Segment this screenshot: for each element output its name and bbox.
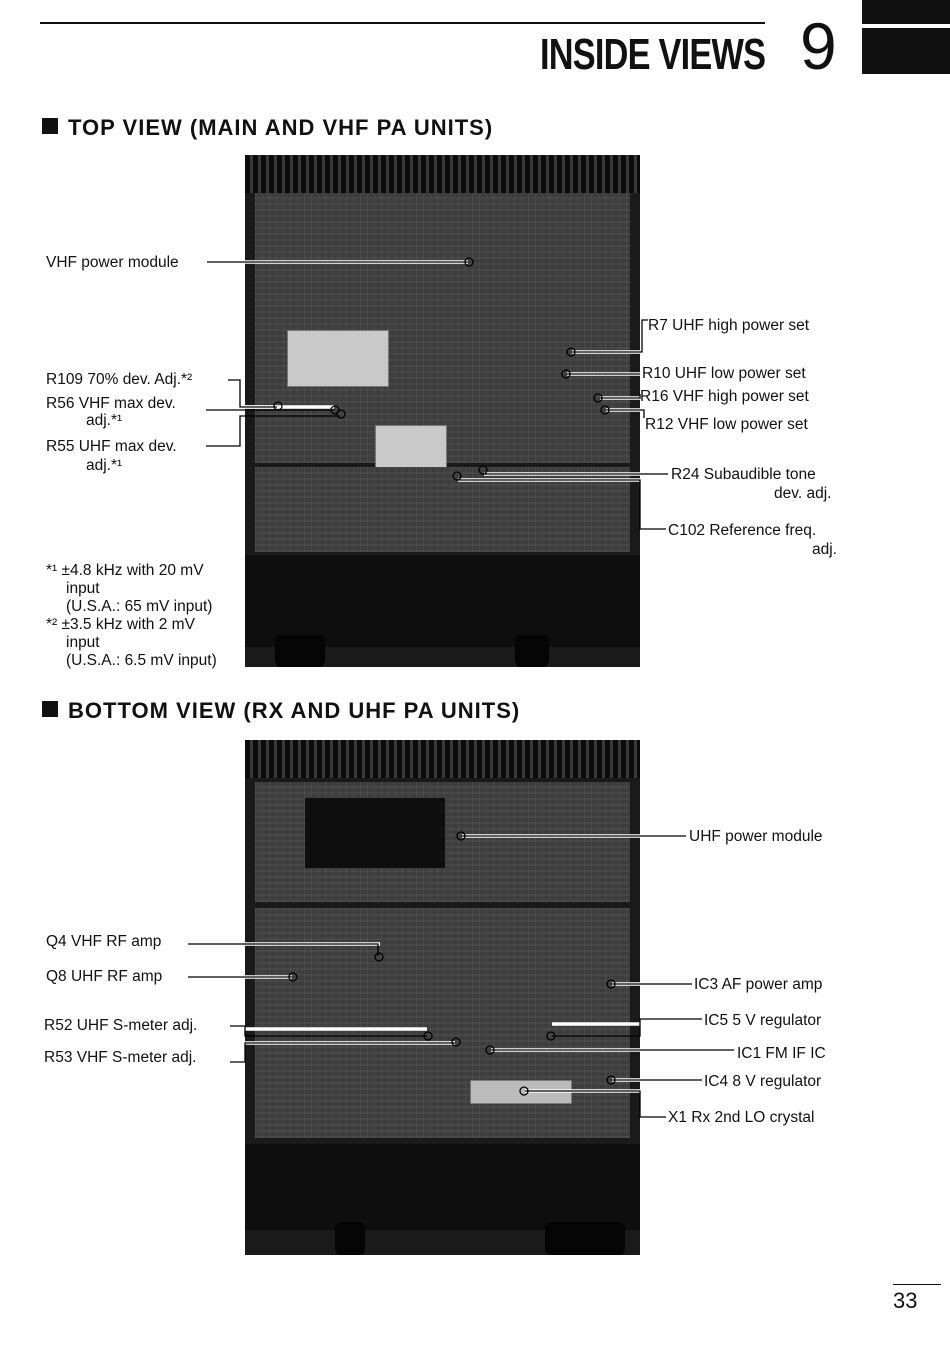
knob-left — [335, 1222, 365, 1255]
uhf-module-body — [305, 798, 445, 868]
label-x1: X1 Rx 2nd LO crystal — [668, 1109, 815, 1126]
chapter-tab-gap — [862, 24, 950, 28]
leader-r16 — [600, 394, 641, 399]
bullet-square — [42, 118, 58, 134]
chapter-number: 9 — [800, 9, 837, 83]
leader-dot — [464, 257, 474, 267]
label-vhf-power-module: VHF power module — [46, 254, 179, 271]
chapter-tab — [862, 0, 950, 74]
leader-c102 — [458, 479, 666, 530]
label-r7: R7 UHF high power set — [648, 317, 810, 334]
label-q4: Q4 VHF RF amp — [46, 933, 162, 950]
label-q8: Q8 UHF RF amp — [46, 968, 163, 985]
bottom-view-photo — [245, 740, 640, 1255]
top-view-heading: TOP VIEW (MAIN AND VHF PA UNITS) — [42, 115, 493, 141]
bullet-square — [42, 701, 58, 717]
knob-left — [275, 635, 325, 667]
label-c102: C102 Reference freq. — [668, 522, 817, 539]
leader-r12 — [606, 409, 645, 418]
chapter-title: INSIDE VIEWS — [540, 30, 766, 79]
front-panel — [245, 1144, 640, 1230]
label-r52: R52 UHF S-meter adj. — [44, 1017, 198, 1034]
label-r16: R16 VHF high power set — [640, 388, 809, 405]
footnote-2-line1: *² ±3.5 kHz with 2 mV — [46, 616, 195, 633]
leader-x1 — [525, 1090, 666, 1118]
footnote-1-line3: (U.S.A.: 65 mV input) — [66, 598, 213, 615]
footnote-2-line2: input — [66, 634, 100, 651]
label-ic3: IC3 AF power amp — [694, 976, 823, 993]
bottom-view-heading-text: BOTTOM VIEW (RX AND UHF PA UNITS) — [68, 698, 521, 723]
heatsink — [245, 740, 640, 778]
top-view-heading-text: TOP VIEW (MAIN AND VHF PA UNITS) — [68, 115, 494, 140]
label-r56-adj: adj.*¹ — [86, 412, 123, 429]
label-r24-adj: dev. adj. — [774, 485, 832, 502]
leader-r55 — [206, 415, 340, 447]
label-r55: R55 UHF max dev. — [46, 438, 177, 455]
footnote-1-line1: *¹ ±4.8 kHz with 20 mV — [46, 562, 204, 579]
shield-can — [287, 330, 389, 387]
label-ic5: IC5 5 V regulator — [704, 1012, 822, 1029]
label-r53: R53 VHF S-meter adj. — [44, 1049, 197, 1066]
footnote-2-line3: (U.S.A.: 6.5 mV input) — [66, 652, 217, 669]
label-r12: R12 VHF low power set — [645, 416, 808, 433]
leader-r109 — [228, 379, 277, 408]
bottom-view-heading: BOTTOM VIEW (RX AND UHF PA UNITS) — [42, 698, 520, 724]
top-view-photo — [245, 155, 640, 667]
main-board — [255, 193, 630, 463]
heatsink — [245, 155, 640, 193]
label-ic4: IC4 8 V regulator — [704, 1073, 822, 1090]
oscillator-can — [375, 425, 447, 475]
label-r24: R24 Subaudible tone — [671, 466, 816, 483]
footer-rule — [893, 1284, 941, 1285]
knob-right — [515, 635, 549, 667]
label-r56: R56 VHF max dev. — [46, 395, 176, 412]
header-rule — [40, 22, 765, 24]
page-number: 33 — [893, 1288, 918, 1313]
footnote-1: *¹ ±4.8 kHz with 20 mV input (U.S.A.: 65… — [46, 562, 217, 670]
leader-q4 — [188, 943, 379, 956]
label-c102-adj: adj. — [812, 541, 837, 558]
knob-right — [545, 1222, 625, 1255]
label-uhf-power-module: UHF power module — [689, 828, 823, 845]
leader-r52 — [230, 1025, 427, 1037]
leader-r53 — [230, 1042, 455, 1063]
label-r109: R109 70% dev. Adj.*² — [46, 371, 193, 388]
front-panel — [245, 555, 640, 647]
label-ic1: IC1 FM IF IC — [737, 1045, 826, 1062]
label-r55-adj: adj.*¹ — [86, 457, 123, 474]
label-r10: R10 UHF low power set — [642, 365, 806, 382]
footnote-1-line2: input — [66, 580, 100, 597]
leader-r7 — [572, 319, 648, 353]
leader-ic5 — [552, 1018, 702, 1037]
